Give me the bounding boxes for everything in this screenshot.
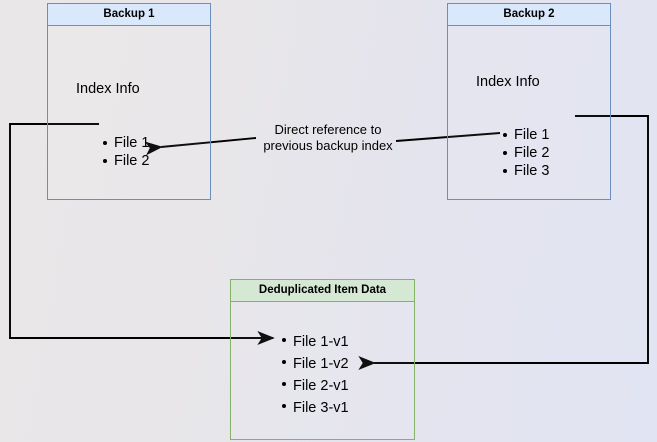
backup-1-index-info-label: Index Info [76,81,140,97]
list-item: File 3 [502,163,550,179]
list-item: File 2-v1 [282,375,349,397]
list-item: File 1-v1 [282,331,349,353]
backup-1-file-list: File 1 File 2 [100,134,149,170]
list-item: File 2 [502,145,550,161]
list-item: File 3-v1 [282,397,349,419]
backup-2-file-list: File 1 File 2 File 3 [500,126,549,180]
edge-label-direct-reference: Direct reference to previous backup inde… [263,122,393,153]
dedup-file-list: File 1-v1 File 1-v2 File 2-v1 File 3-v1 [279,331,349,419]
node-backup-2[interactable]: Backup 2 Index Info File 1 File 2 File 3 [447,3,611,200]
node-backup-2-title: Backup 2 [448,4,610,26]
node-deduplicated-item-data-title: Deduplicated Item Data [231,280,414,302]
list-item: File 1 [502,127,550,143]
node-backup-1[interactable]: Backup 1 Index Info File 1 File 2 [47,3,211,200]
list-item: File 1-v2 [282,353,349,375]
node-backup-2-body: Index Info File 1 File 2 File 3 [448,26,610,199]
list-item: File 2 [102,153,150,169]
node-deduplicated-item-data[interactable]: Deduplicated Item Data File 1-v1 File 1-… [230,279,415,440]
node-backup-1-title: Backup 1 [48,4,210,26]
list-item: File 1 [102,135,150,151]
backup-2-index-info-label: Index Info [476,74,540,90]
node-backup-1-body: Index Info File 1 File 2 [48,26,210,199]
node-deduplicated-item-data-body: File 1-v1 File 1-v2 File 2-v1 File 3-v1 [231,302,414,439]
